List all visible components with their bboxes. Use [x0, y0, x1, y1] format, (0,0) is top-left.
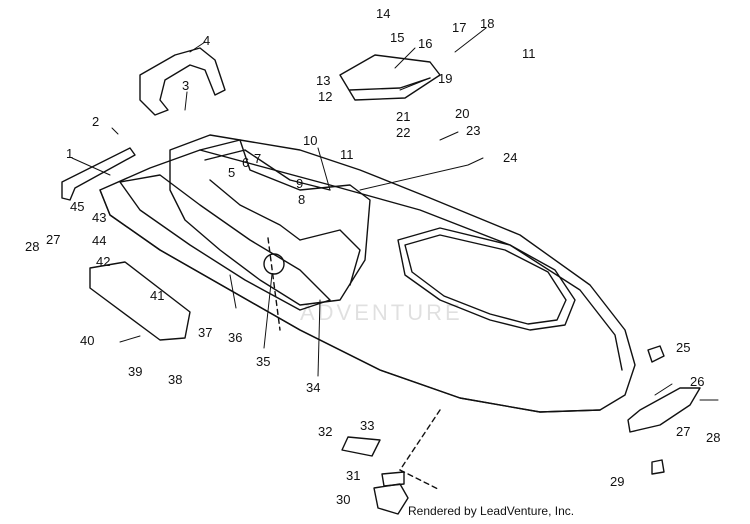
callout-35: 35: [256, 354, 270, 369]
callout-12: 12: [318, 89, 332, 104]
callout-11-a: 11: [340, 147, 354, 162]
callout-36: 36: [228, 330, 242, 345]
callout-33: 33: [360, 418, 374, 433]
callout-3: 3: [182, 78, 189, 93]
callout-23: 23: [466, 123, 480, 138]
callout-1: 1: [66, 146, 73, 161]
callout-32: 32: [318, 424, 332, 439]
callout-38: 38: [168, 372, 182, 387]
callout-8: 8: [298, 192, 305, 207]
callout-28-b: 28: [706, 430, 720, 445]
plate: [341, 436, 381, 457]
callout-21: 21: [396, 109, 410, 124]
callout-29: 29: [610, 474, 624, 489]
callout-27-a: 27: [46, 232, 60, 247]
callout-45: 45: [70, 199, 84, 214]
callout-7: 7: [254, 151, 261, 166]
callout-16: 16: [418, 36, 432, 51]
callout-15: 15: [390, 30, 404, 45]
callout-4: 4: [203, 33, 210, 48]
credit-line: Rendered by LeadVenture, Inc.: [408, 504, 575, 518]
callout-19: 19: [438, 71, 452, 86]
callout-34: 34: [306, 380, 320, 395]
rear-bumper: [627, 387, 701, 433]
callout-20: 20: [455, 106, 469, 121]
footwell-mat: [119, 174, 331, 311]
part-callouts: 1 2 3 4 5 6 7 8 9 10 11 11 12 13 14 15 1…: [25, 6, 720, 507]
callout-31: 31: [346, 468, 360, 483]
callout-28-a: 28: [25, 239, 39, 254]
callout-44: 44: [92, 233, 106, 248]
callout-13: 13: [316, 73, 330, 88]
callout-5: 5: [228, 165, 235, 180]
callout-39: 39: [128, 364, 142, 379]
callout-25: 25: [676, 340, 690, 355]
callout-11-b: 11: [522, 46, 536, 61]
callout-43: 43: [92, 210, 106, 225]
fuel-cap: [263, 253, 285, 275]
callout-22: 22: [396, 125, 410, 140]
side-mat: [89, 261, 191, 341]
callout-14: 14: [376, 6, 390, 21]
bracket: [373, 483, 409, 515]
callout-6: 6: [242, 155, 249, 170]
grab-handle: [61, 147, 136, 201]
callout-9: 9: [296, 176, 303, 191]
callout-37: 37: [198, 325, 212, 340]
callout-42: 42: [96, 254, 110, 269]
callout-10: 10: [303, 133, 317, 148]
hatch-cover: [339, 54, 441, 101]
watermark: ADVENTURE: [300, 300, 463, 325]
callout-24: 24: [503, 150, 517, 165]
callout-17: 17: [452, 20, 466, 35]
callout-41: 41: [150, 288, 164, 303]
callout-26: 26: [690, 374, 704, 389]
callout-18: 18: [480, 16, 494, 31]
handlebar: [139, 47, 226, 116]
callout-27-b: 27: [676, 424, 690, 439]
hull-top-edge: [199, 149, 623, 371]
callout-2: 2: [92, 114, 99, 129]
hull-rail: [99, 189, 601, 413]
callout-30: 30: [336, 492, 350, 507]
deck-window: [397, 227, 576, 331]
callout-40: 40: [80, 333, 94, 348]
